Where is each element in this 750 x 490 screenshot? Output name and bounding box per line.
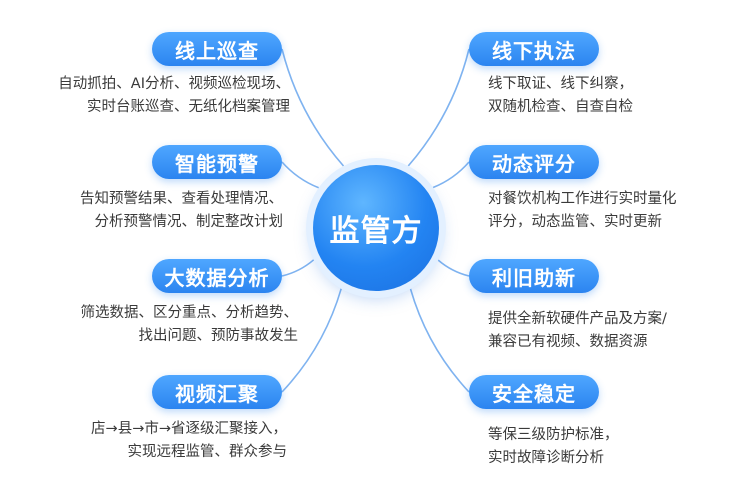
branch-title-video-aggregation: 视频汇聚 [152, 375, 282, 409]
connector-line [409, 288, 470, 393]
branch-desc-big-data: 筛选数据、区分重点、分析趋势、找出问题、预防事故发生 [80, 305, 299, 344]
connector-line [281, 288, 342, 393]
branch-title-online-patrol: 线上巡查 [152, 32, 282, 66]
connector-line [437, 259, 470, 277]
branch-title-offline-enforcement: 线下执法 [469, 32, 599, 66]
branch-desc-offline-enforcement: 线下取证、线下纠察，双随机检查、自查自检 [488, 76, 633, 115]
branch-desc-security-stability: 等保三级防护标准，实时故障诊断分析 [488, 427, 619, 466]
branch-title-security-stability: 安全稳定 [469, 375, 599, 409]
branch-title-dynamic-scoring: 动态评分 [469, 145, 599, 179]
branch-title-reuse-upgrade: 利旧助新 [469, 259, 599, 293]
branch-title-big-data: 大数据分析 [152, 259, 282, 293]
connector-line [407, 48, 470, 167]
branch-desc-dynamic-scoring: 对餐饮机构工作进行实时量化评分，动态监管、实时更新 [488, 191, 677, 230]
connector-line [432, 161, 470, 189]
branch-desc-smart-alert: 告知预警结果、查看处理情况、分析预警情况、制定整改计划 [80, 191, 283, 230]
center-node: 监管方 [313, 165, 439, 291]
connector-line [281, 48, 345, 167]
branch-title-smart-alert: 智能预警 [152, 145, 282, 179]
connector-line [281, 259, 315, 277]
branch-desc-video-aggregation: 店→县→市→省逐级汇聚接入，实现远程监管、群众参与 [91, 421, 287, 460]
connector-line [281, 161, 319, 189]
branch-desc-online-patrol: 自动抓拍、AI分析、视频巡检现场、实时台账巡查、无纸化档案管理 [58, 76, 290, 115]
branch-desc-reuse-upgrade: 提供全新软硬件产品及方案/兼容已有视频、数据资源 [488, 311, 667, 350]
